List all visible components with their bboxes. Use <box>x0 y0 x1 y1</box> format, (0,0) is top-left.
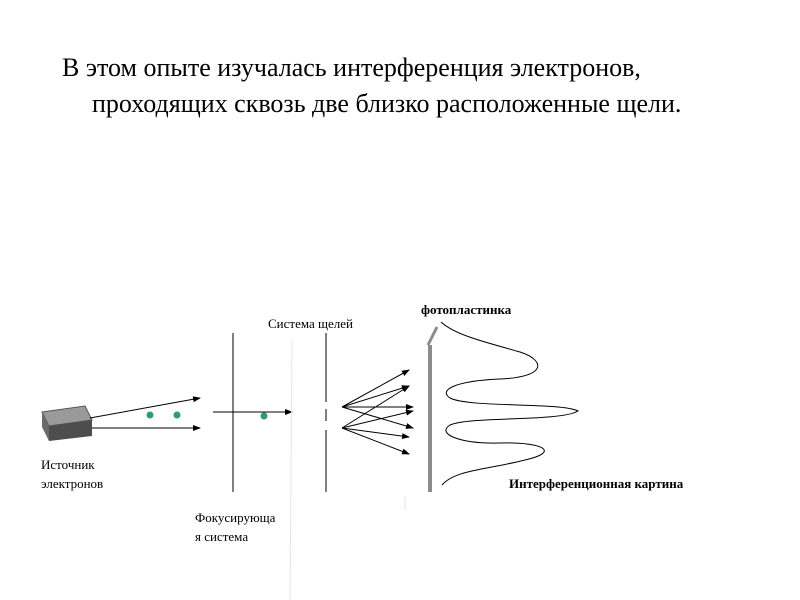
electron-source <box>41 405 93 441</box>
diffracted-rays <box>341 369 414 455</box>
photoplate-label: фотопластинка <box>421 302 512 317</box>
ray-diffracted <box>341 385 410 408</box>
ray-diffracted <box>341 427 410 440</box>
interference-curve <box>440 321 580 486</box>
source-label: Источник электронов <box>41 455 103 493</box>
source-label-line: Источник <box>41 457 95 472</box>
ray-diffracted <box>341 406 414 429</box>
ray-upper <box>89 396 201 419</box>
focusing-label-line: Фокусирующа <box>195 510 276 525</box>
photoplate-edge <box>426 326 439 346</box>
ray-diffracted <box>341 385 410 429</box>
slits-label: Система щелей <box>268 316 354 331</box>
focusing-label: Фокусирующа я система <box>195 508 275 546</box>
source-front-face <box>42 412 49 441</box>
focusing-label-line: я система <box>195 529 249 544</box>
ray-diffracted <box>341 427 410 455</box>
source-side-face <box>49 420 92 441</box>
slide-text-block: В этом опыте изучалась интерференция эле… <box>62 50 752 122</box>
electron-dot <box>173 411 181 419</box>
slide-paragraph: В этом опыте изучалась интерференция эле… <box>62 53 682 118</box>
source-label-line: электронов <box>41 476 104 491</box>
ray-diffracted <box>341 369 410 408</box>
ray-diffracted <box>341 409 414 429</box>
pattern-label: Интерференционная картина <box>509 476 684 491</box>
electron-dot <box>146 411 154 419</box>
electron-dot <box>260 412 268 420</box>
guide-line <box>289 339 293 600</box>
